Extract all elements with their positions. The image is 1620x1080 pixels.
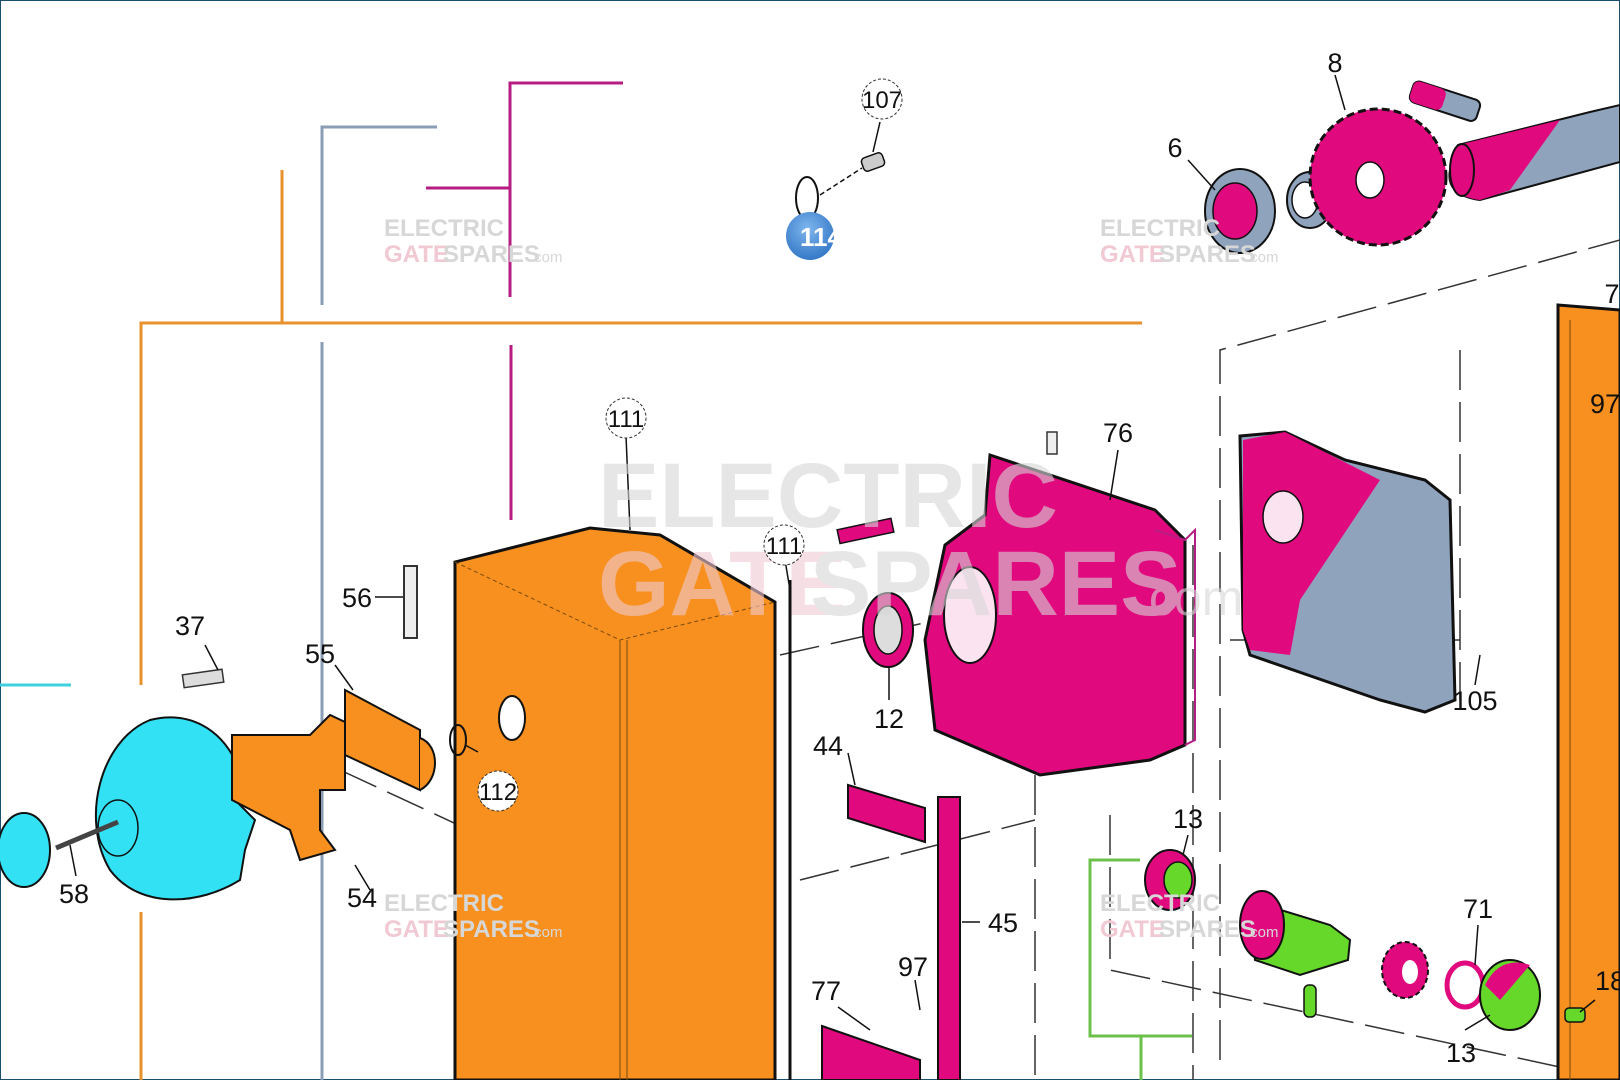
label-circle (763, 524, 805, 566)
circled-labels: 107 111 111 112 (477, 78, 903, 812)
bearing-6 (1204, 168, 1276, 254)
seal-12 (862, 592, 914, 668)
label-circle (605, 397, 647, 439)
circlip-71 (1444, 960, 1486, 1010)
bracket-orange (139, 321, 1142, 685)
part-label-76: 76 (1103, 418, 1133, 448)
watermark-small-3: ELECTRIC GATE SPARES .com (384, 890, 563, 943)
svg-text:.com: .com (1246, 249, 1279, 266)
leader-lines (69, 74, 1596, 1031)
bracket-magenta (508, 81, 623, 297)
svg-text:ELECTRIC: ELECTRIC (384, 890, 504, 917)
part-label-111: 111 (766, 533, 802, 560)
badge-114[interactable]: 114 (786, 212, 842, 260)
svg-text:SPARES: SPARES (443, 916, 540, 943)
part-label-7: 7 (1604, 279, 1619, 309)
part-label-56: 56 (342, 583, 372, 613)
worm-shaft (1239, 890, 1352, 1018)
part-label-8: 8 (1327, 48, 1342, 78)
svg-text:GATE: GATE (384, 916, 449, 943)
cyan-end-cap (0, 716, 257, 901)
svg-text:ELECTRIC: ELECTRIC (1100, 890, 1220, 917)
bushing-13-top (1144, 849, 1196, 911)
watermark-small-1: ELECTRIC GATE SPARES .com (384, 215, 563, 268)
watermark-small-4: ELECTRIC GATE SPARES .com (1100, 890, 1279, 943)
bushing-13-bottom (1479, 959, 1541, 1031)
strip-45 (937, 796, 961, 1080)
part-label-97: 97 (1590, 389, 1620, 419)
part-label-112: 112 (479, 779, 517, 806)
svg-text:GATE: GATE (1100, 241, 1165, 268)
main-housing-cover (453, 526, 792, 1080)
strip-44 (847, 783, 926, 844)
svg-text:SPARES: SPARES (443, 241, 540, 268)
part-label-18: 18 (1595, 966, 1620, 996)
strip-77 (821, 1024, 921, 1080)
gear-small (1381, 941, 1429, 999)
part-label-44: 44 (813, 731, 843, 761)
svg-text:SPARES: SPARES (1159, 916, 1256, 943)
part-label-12: 12 (874, 704, 904, 734)
svg-text:.com: .com (530, 249, 563, 266)
bolt-37 (181, 668, 225, 689)
gearbox-cover (1238, 430, 1457, 714)
svg-text:.com: .com (530, 924, 563, 941)
part-label-45: 45 (988, 908, 1018, 938)
part-label-37: 37 (175, 611, 205, 641)
svg-text:GATE: GATE (598, 533, 847, 635)
part-label-107: 107 (862, 87, 902, 114)
svg-text:SPARES: SPARES (1159, 241, 1256, 268)
bolt (836, 517, 895, 545)
part-label-55: 55 (305, 639, 335, 669)
svg-text:.com: .com (1246, 924, 1279, 941)
part-label-105: 105 (1452, 686, 1497, 716)
housing-hole (498, 695, 526, 741)
gearbox-casing-76 (836, 431, 1196, 777)
svg-text:GATE: GATE (1100, 916, 1165, 943)
part-label-13: 13 (1446, 1038, 1476, 1068)
svg-text:SPARES: SPARES (810, 533, 1182, 635)
bracket-grey (320, 125, 437, 305)
svg-text:114: 114 (800, 222, 842, 252)
part-label-13: 13 (1173, 804, 1203, 834)
key-pin (1408, 80, 1482, 122)
part-label-58: 58 (59, 879, 89, 909)
group-brackets (0, 81, 1192, 1080)
part-labels: 6 8 7 97 76 12 105 56 37 55 58 54 44 45 97 77 13 71 13 18 (59, 48, 1620, 1068)
svg-text:.com: .com (1135, 570, 1243, 626)
part-label-97: 97 (898, 952, 928, 982)
screw-107 (795, 152, 886, 220)
label-circle (477, 770, 519, 812)
part-label-6: 6 (1167, 133, 1182, 163)
watermark-small-2: ELECTRIC GATE SPARES .com (1100, 215, 1279, 268)
part-label-71: 71 (1463, 894, 1493, 924)
output-shaft (1448, 103, 1620, 202)
bracket-54 (231, 713, 346, 862)
side-panel (1556, 303, 1620, 1080)
svg-text:ELECTRIC: ELECTRIC (598, 445, 1058, 547)
svg-text:ELECTRIC: ELECTRIC (1100, 215, 1220, 242)
svg-text:GATE: GATE (384, 241, 449, 268)
part-label-111: 111 (608, 406, 644, 433)
gear-8 (1308, 107, 1448, 247)
part-label-54: 54 (347, 883, 377, 913)
part-label-77: 77 (811, 976, 841, 1006)
plate-55 (344, 688, 467, 792)
svg-text:ELECTRIC: ELECTRIC (384, 215, 504, 242)
pin-56 (403, 565, 418, 639)
label-circle (861, 78, 903, 120)
watermark-large: ELECTRIC GATE SPARES .com (598, 445, 1243, 635)
